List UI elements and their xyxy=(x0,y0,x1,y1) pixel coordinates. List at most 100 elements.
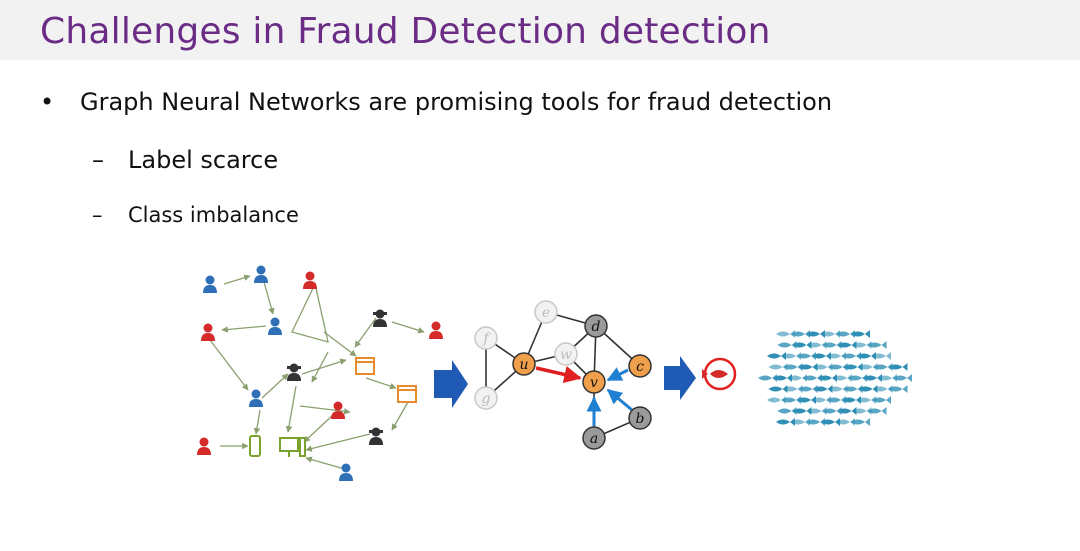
fish-icon xyxy=(818,374,837,382)
shop-icon xyxy=(397,385,417,403)
fish-icon xyxy=(782,396,801,404)
fish-icon xyxy=(842,396,861,404)
fish-icon xyxy=(776,418,795,426)
fish-icon xyxy=(851,330,870,338)
fish-icon xyxy=(797,352,816,360)
bullet-item: • Graph Neural Networks are promising too… xyxy=(40,88,832,116)
shop-icon xyxy=(355,357,375,375)
hacker-icon xyxy=(373,309,387,327)
arrow-right-icon xyxy=(664,356,696,400)
fish-icon xyxy=(837,341,857,349)
user-icon xyxy=(254,265,268,283)
fish-icon xyxy=(827,396,846,404)
fish-icon xyxy=(797,396,816,404)
node-label-v: v xyxy=(590,375,598,391)
node-label-f: f xyxy=(482,331,491,347)
fish-icon xyxy=(827,352,846,360)
fish-icon xyxy=(852,341,872,349)
fish-icon xyxy=(843,363,863,371)
fraudster-icon xyxy=(201,323,215,341)
fish-icon xyxy=(791,330,810,338)
fish-icon xyxy=(821,330,840,338)
fish-icon xyxy=(836,330,855,338)
slide-title: Challenges in Fraud Detection detection xyxy=(40,11,771,52)
user-icon xyxy=(339,463,353,481)
fish-icon xyxy=(821,418,840,426)
arrow-right-icon xyxy=(434,360,468,408)
fish-icon xyxy=(873,385,893,393)
node-label-a: a xyxy=(590,431,598,447)
fish-icon xyxy=(833,374,852,382)
fish-icon xyxy=(812,396,831,404)
fish-icon xyxy=(783,385,803,393)
user-icon xyxy=(203,275,217,293)
figure-svg: e d f u w c v g b a xyxy=(197,265,912,481)
fish-icon xyxy=(813,363,833,371)
social-graph-edges xyxy=(209,274,425,471)
fraud-detection-figure: e d f u w c v g b a xyxy=(180,262,920,502)
fish-icon xyxy=(878,374,897,382)
fraudster-icon xyxy=(429,321,443,339)
fish-icon xyxy=(807,407,827,415)
fish-icon xyxy=(822,407,842,415)
fish-icon xyxy=(806,330,825,338)
fish-icon xyxy=(768,363,788,371)
fish-icon xyxy=(798,385,818,393)
sub-item-text: Label scarce xyxy=(128,146,279,174)
fish-icon xyxy=(803,374,822,382)
fish-icon xyxy=(822,341,842,349)
gnn-graph: e d f u w c v g b a xyxy=(474,300,652,450)
fish-icon xyxy=(828,363,848,371)
fish-icon xyxy=(813,385,833,393)
fish-icon xyxy=(788,374,807,382)
fish-icon xyxy=(792,407,812,415)
fish-icon xyxy=(773,374,792,382)
fish-icon xyxy=(848,374,867,382)
fish-icon xyxy=(812,352,831,360)
fish-icon xyxy=(767,352,786,360)
fish-icon xyxy=(851,418,870,426)
fish-icon xyxy=(768,385,788,393)
fish-icon xyxy=(888,385,908,393)
bullet-text: Graph Neural Networks are promising tool… xyxy=(80,88,833,116)
fish-icon xyxy=(777,341,797,349)
hacker-icon xyxy=(369,427,383,445)
sub-item-label-scarce: –Label scarce xyxy=(92,146,278,174)
fish-icon xyxy=(852,407,872,415)
fish-icon xyxy=(792,341,812,349)
fish-icon xyxy=(782,352,801,360)
sub-item-text: Class imbalance xyxy=(128,203,299,227)
fraudster-icon xyxy=(303,271,317,289)
fish-icon xyxy=(828,385,848,393)
sub-item-class-imbalance: – Class imbalance xyxy=(92,203,299,227)
sub-item-marker: – xyxy=(92,203,103,227)
fish-icon xyxy=(837,407,857,415)
fish-icon xyxy=(836,418,855,426)
fish-icon xyxy=(867,341,887,349)
user-icon xyxy=(268,317,282,335)
fish-icon xyxy=(776,330,795,338)
fish-icon xyxy=(807,341,827,349)
fish-icon xyxy=(777,407,797,415)
fish-icon xyxy=(867,407,887,415)
node-label-u: u xyxy=(519,357,528,373)
fish-icon xyxy=(888,363,908,371)
fish-icon xyxy=(791,418,810,426)
fish-icon xyxy=(767,396,786,404)
node-label-c: c xyxy=(636,359,644,375)
fish-icon xyxy=(843,385,863,393)
fish-icon xyxy=(863,374,882,382)
fish-icon xyxy=(798,363,818,371)
fish-icon xyxy=(858,363,878,371)
fish-icon xyxy=(758,374,777,382)
fish-icon xyxy=(857,396,876,404)
node-label-e: e xyxy=(542,305,550,321)
node-label-w: w xyxy=(560,347,572,363)
fish-icon xyxy=(893,374,912,382)
node-label-g: g xyxy=(482,391,491,407)
user-icon xyxy=(249,389,263,407)
fish-icon xyxy=(872,396,891,404)
bullet-marker: • xyxy=(40,88,55,116)
phone-icon xyxy=(249,435,261,457)
computer-icon xyxy=(279,437,306,457)
